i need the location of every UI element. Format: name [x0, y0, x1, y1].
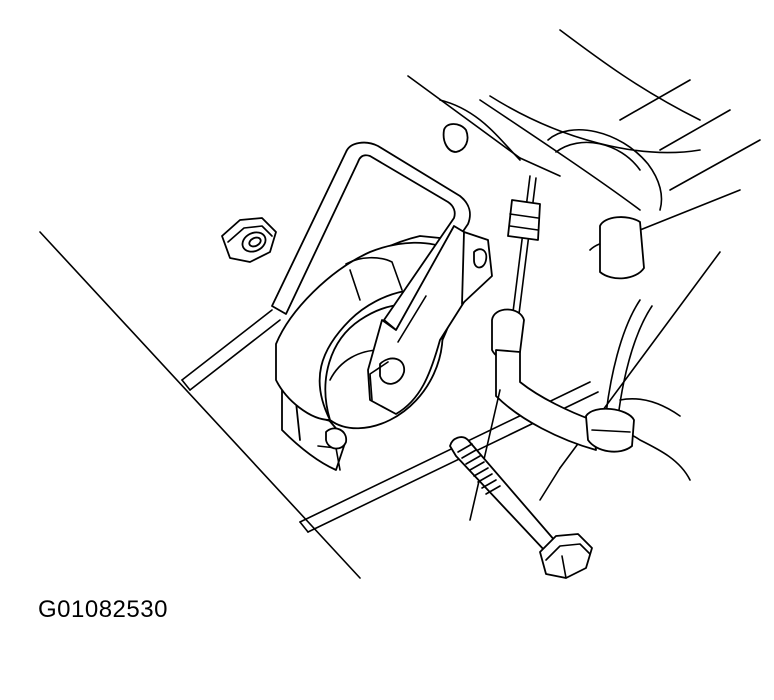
pipe-elbow-icon — [600, 217, 644, 278]
figure-code: G01082530 — [38, 596, 168, 623]
bracket-icon — [272, 143, 492, 414]
bolt-icon — [450, 437, 592, 578]
engine-body — [440, 30, 760, 480]
nut-icon — [222, 218, 276, 262]
hose-icon — [470, 176, 652, 520]
sensor-cap-icon — [444, 124, 468, 152]
